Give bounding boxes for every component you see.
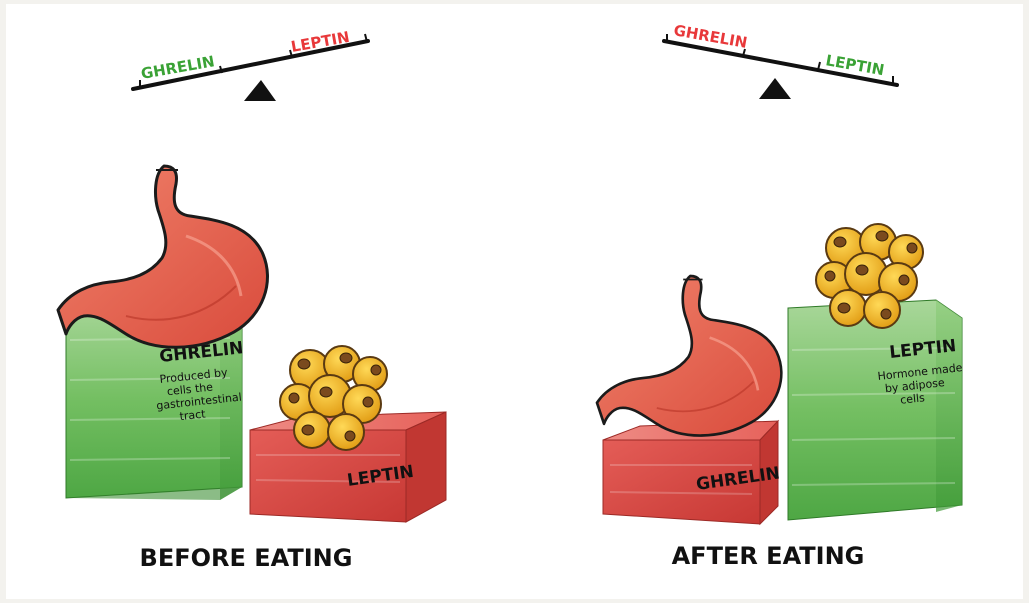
after-scale-ghrelin-label: GHRELIN — [672, 21, 748, 52]
after-leptin-note-line: cells — [900, 391, 926, 407]
after-eating-panel: GHRELIN LEPTIN GHRELIN — [597, 21, 969, 570]
after-balance-scale: GHRELIN LEPTIN — [664, 21, 897, 99]
before-eating-panel: GHRELIN LEPTIN GHRELIN Produced by cells… — [58, 28, 446, 572]
before-ghrelin-note-line: tract — [179, 407, 207, 423]
after-leptin-box: LEPTIN Hormone made by adipose cells — [788, 300, 969, 520]
after-eating-caption: AFTER EATING — [672, 542, 865, 570]
before-balance-scale: GHRELIN LEPTIN — [133, 28, 368, 101]
before-eating-caption: BEFORE EATING — [140, 544, 353, 572]
after-stomach-illustration — [597, 276, 781, 436]
after-scale-pivot — [759, 78, 791, 99]
before-scale-pivot — [244, 80, 276, 101]
